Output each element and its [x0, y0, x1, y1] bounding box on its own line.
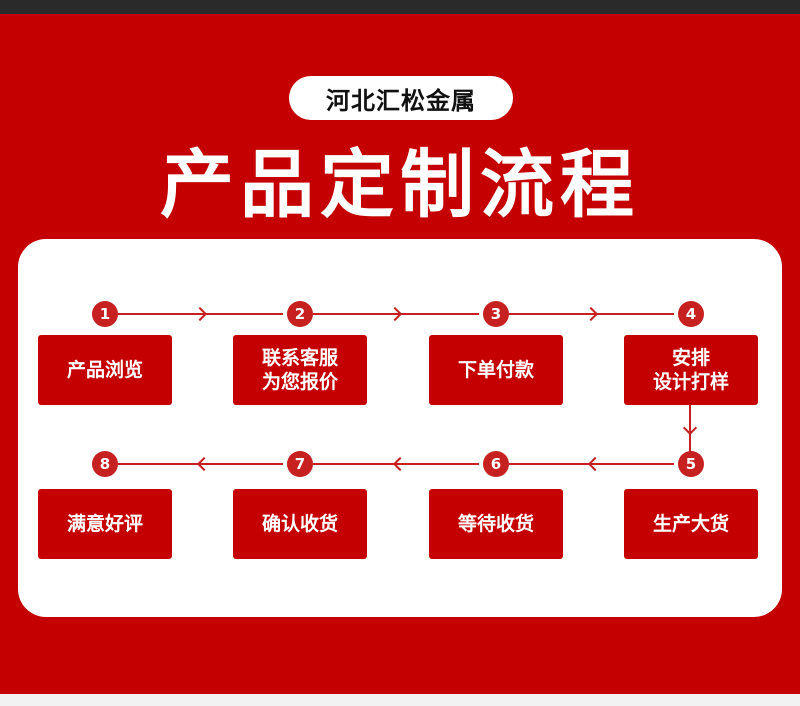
- connector-line-1-2: [118, 313, 283, 315]
- step-label: 安排 设计打样: [652, 347, 729, 393]
- step-number-4: 4: [678, 301, 704, 327]
- step-box-3: 下单付款: [429, 335, 563, 405]
- step-label: 下单付款: [457, 359, 534, 381]
- step-label: 等待收货: [457, 513, 534, 535]
- connector-line-7-8: [118, 463, 283, 465]
- step-number-1: 1: [92, 301, 118, 327]
- step-number-8: 8: [92, 451, 118, 477]
- page-title: 产品定制流程: [160, 141, 640, 228]
- step-label: 满意好评: [66, 513, 143, 535]
- step-box-7: 确认收货: [233, 489, 367, 559]
- step-box-8: 满意好评: [38, 489, 172, 559]
- connector-line-6-7: [313, 463, 479, 465]
- step-box-4: 安排 设计打样: [624, 335, 758, 405]
- step-box-5: 生产大货: [624, 489, 758, 559]
- step-label: 产品浏览: [66, 359, 143, 381]
- bottom-bar: [0, 694, 800, 706]
- step-number-5: 5: [678, 451, 704, 477]
- step-box-6: 等待收货: [429, 489, 563, 559]
- top-bar: [0, 0, 800, 14]
- step-number-3: 3: [483, 301, 509, 327]
- step-number-7: 7: [287, 451, 313, 477]
- step-box-1: 产品浏览: [38, 335, 172, 405]
- connector-line-5-6: [509, 463, 674, 465]
- step-number-6: 6: [483, 451, 509, 477]
- step-label: 联系客服 为您报价: [261, 347, 338, 393]
- step-number-2: 2: [287, 301, 313, 327]
- connector-line-3-4: [509, 313, 674, 315]
- step-label: 确认收货: [261, 513, 338, 535]
- step-label: 生产大货: [652, 513, 729, 535]
- company-name-badge: 河北汇松金属: [289, 76, 513, 120]
- process-card: [18, 239, 782, 617]
- connector-line-4-5: [689, 404, 691, 452]
- step-box-2: 联系客服 为您报价: [233, 335, 367, 405]
- connector-line-2-3: [313, 313, 479, 315]
